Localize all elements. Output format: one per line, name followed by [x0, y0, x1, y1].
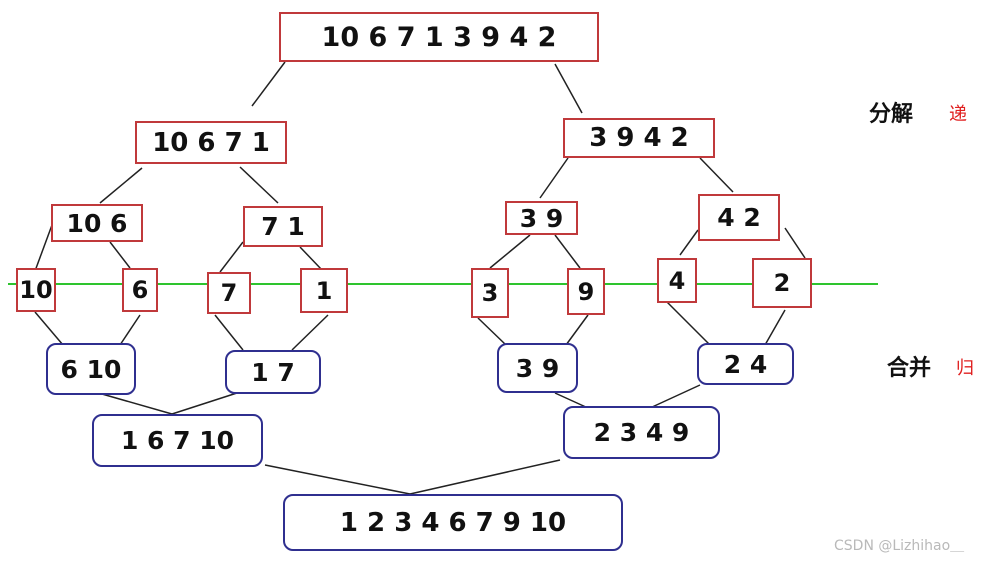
connector-line: [664, 299, 711, 346]
merge-result: 1 2 3 4 6 7 9 10: [283, 494, 623, 551]
connector-line: [34, 311, 64, 346]
split-node-right: 3 9 4 2: [563, 118, 715, 158]
connector-line: [554, 234, 581, 269]
connector-line: [784, 227, 806, 259]
connector-line: [291, 314, 329, 351]
split-leaf-6: 6: [122, 268, 158, 312]
merge-node-6-10: 6 10: [46, 343, 136, 395]
split-root: 10 6 7 1 3 9 4 2: [279, 12, 599, 62]
split-node-left: 10 6 7 1: [135, 121, 287, 164]
split-node-10-6: 10 6: [51, 204, 143, 242]
merge-node-3-9: 3 9: [497, 343, 578, 393]
connector-line: [119, 314, 141, 346]
merge-side-label: 归: [956, 358, 974, 379]
split-node-7-1: 7 1: [243, 206, 323, 247]
connector-line: [109, 241, 131, 269]
split-leaf-7: 7: [207, 272, 251, 314]
connector-line: [219, 241, 244, 273]
connector-line: [764, 309, 786, 346]
connector-line: [251, 61, 286, 107]
connector-line: [264, 464, 411, 495]
split-leaf-4: 4: [657, 258, 697, 303]
split-node-3-9: 3 9: [505, 201, 578, 235]
connector-line: [539, 157, 569, 199]
connector-line: [554, 392, 589, 409]
merge-node-2-4: 2 4: [697, 343, 794, 385]
connector-line: [489, 234, 531, 269]
connector-line: [679, 229, 699, 256]
merge-label: 合并: [887, 356, 932, 381]
connector-line: [565, 314, 589, 346]
merge-node-left: 1 6 7 10: [92, 414, 263, 467]
connector-line: [554, 63, 583, 114]
connector-line: [409, 459, 561, 495]
connector-line: [214, 314, 244, 351]
connector-line: [299, 246, 323, 271]
merge-node-1-7: 1 7: [225, 350, 321, 394]
connector-line: [99, 167, 143, 204]
split-node-4-2: 4 2: [698, 194, 780, 241]
split-side-label: 递: [949, 104, 967, 125]
split-leaf-2: 2: [752, 258, 812, 308]
merge-node-right: 2 3 4 9: [563, 406, 720, 459]
split-label: 分解: [869, 102, 914, 127]
split-leaf-3: 3: [471, 268, 509, 318]
connector-line: [649, 384, 701, 409]
connector-line: [94, 391, 173, 415]
split-leaf-1: 1: [300, 268, 348, 313]
split-leaf-10: 10: [16, 268, 56, 312]
connector-line: [699, 157, 734, 193]
split-leaf-9: 9: [567, 268, 605, 315]
connector-line: [477, 317, 507, 346]
connector-line: [239, 166, 279, 204]
connector-line: [171, 391, 241, 415]
watermark: CSDN @Lizhihao＿: [834, 538, 965, 554]
